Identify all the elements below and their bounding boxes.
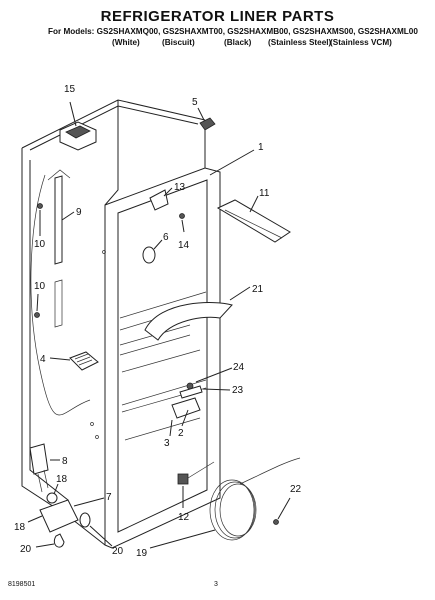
part-5-clip (197, 107, 216, 131)
color-label-black: (Black) (224, 38, 252, 47)
callout-18-lower: 18 (14, 522, 26, 533)
part-12-thermistor (177, 461, 215, 508)
callout-8: 8 (62, 456, 68, 467)
part-14-screw (179, 213, 185, 233)
part-10-screws (34, 203, 43, 318)
callout-2: 2 (178, 428, 184, 439)
callout-7: 7 (106, 492, 112, 503)
part-11-cover (216, 195, 291, 243)
callout-6: 6 (163, 232, 169, 243)
callout-23: 23 (232, 385, 244, 396)
color-label-stainless-vcm: (Stainless VCM) (330, 38, 392, 47)
part-19-tubing-coil (149, 457, 301, 549)
page-title: REFRIGERATOR LINER PARTS (100, 8, 335, 25)
part-20-bulb (35, 525, 113, 548)
callout-3: 3 (164, 438, 170, 449)
callout-10-lower: 10 (34, 281, 46, 292)
color-label-white: (White) (112, 38, 140, 47)
leader-1 (209, 149, 255, 176)
callout-14: 14 (178, 240, 190, 251)
callout-20-left: 20 (20, 544, 32, 555)
callout-15: 15 (64, 84, 76, 95)
part-4-lens (49, 351, 99, 371)
part-2-shield (171, 397, 201, 427)
part-21-air-duct (144, 286, 251, 341)
part-23-24-fasteners (179, 367, 233, 399)
callout-11: 11 (259, 188, 270, 199)
callout-19: 19 (136, 548, 148, 559)
callout-labels: 15 5 1 13 11 9 10 6 14 10 21 4 24 23 2 3… (14, 84, 302, 559)
color-label-biscuit: (Biscuit) (162, 38, 195, 47)
callout-10-upper: 10 (34, 239, 46, 250)
callout-4: 4 (40, 354, 46, 365)
callout-1: 1 (258, 142, 264, 153)
part-22-screw (273, 497, 291, 525)
footer-part-number: 8198501 (8, 581, 36, 588)
liner-body (21, 99, 221, 549)
callout-9: 9 (76, 207, 82, 218)
part-6-clip (142, 239, 163, 264)
color-label-stainless-steel: (Stainless Steel) (268, 38, 332, 47)
part-15-control-housing (59, 101, 97, 151)
callout-5: 5 (192, 97, 198, 108)
part-13-bracket (149, 187, 173, 211)
callout-12: 12 (178, 512, 190, 523)
callout-18-upper: 18 (56, 474, 68, 485)
models-line: For Models: GS2SHAXMQ00, GS2SHAXMT00, GS… (48, 27, 418, 36)
callout-22: 22 (290, 484, 302, 495)
part-8-connector (29, 443, 60, 493)
part-9-strip (54, 175, 75, 328)
callout-21: 21 (252, 284, 264, 295)
footer-page-number: 3 (214, 581, 218, 588)
leader-3 (169, 419, 173, 437)
callout-20-right: 20 (112, 546, 124, 557)
callout-13: 13 (174, 182, 186, 193)
part-7-lamp-socket (27, 483, 105, 533)
callout-24: 24 (233, 362, 245, 373)
